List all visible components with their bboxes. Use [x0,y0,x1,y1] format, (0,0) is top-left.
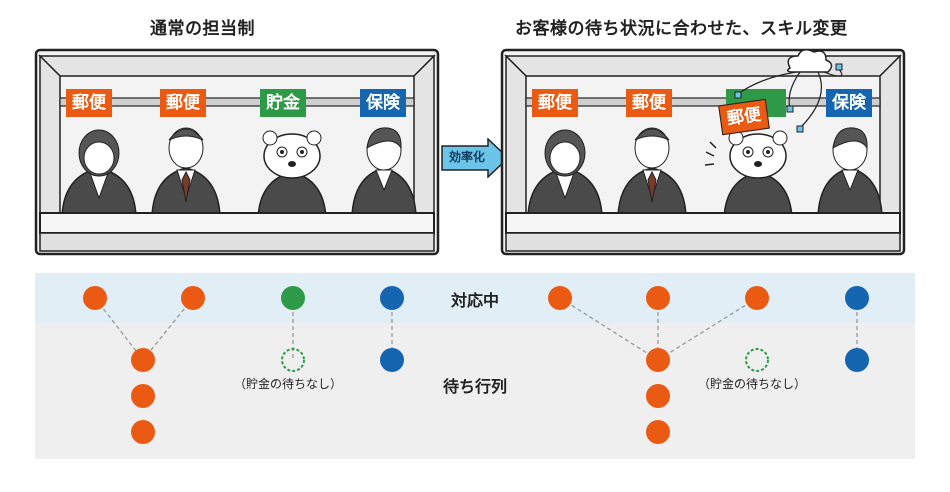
clerk-2 [617,127,687,217]
customer-postal-active [83,286,107,310]
customer-postal-active [745,286,769,310]
customer-postal-waiting [646,420,670,444]
customer-postal-waiting [646,384,670,408]
customer-postal-waiting [646,348,670,372]
active-label: 対応中 [451,291,500,310]
clerk-1 [61,129,137,217]
cloud-network-icon [734,49,843,133]
sign-postal-1: 郵便 [66,89,112,117]
sign-insurance: 保険 [360,89,406,117]
sign-insurance: 保険 [826,89,872,117]
customer-insurance-active [845,286,869,310]
sign-postal-1: 郵便 [532,89,578,117]
no-savings-wait-note: （貯金の待ちなし） [698,377,807,391]
waiting-queue-label: 待ち行列 [443,377,508,396]
no-savings-wait-note: （貯金の待ちなし） [234,377,343,391]
right-panel-title: お客様の待ち状況に合わせた、スキル変更 [515,19,848,39]
clerk-4 [351,127,417,217]
right-counter-illustration: 郵便 郵便 郵便 保険 [500,48,906,256]
arrow-right-icon [441,138,510,178]
bear-mascot [704,130,793,219]
customer-postal-waiting [131,348,155,372]
clerk-2 [151,127,221,217]
customer-postal-waiting [131,384,155,408]
empty-savings-slot [745,348,769,372]
customer-savings-active [281,286,305,310]
customer-postal-active [548,286,572,310]
customer-insurance-waiting [380,348,404,372]
customer-postal-waiting [131,420,155,444]
customer-insurance-active [380,286,404,310]
sign-savings: 貯金 [260,89,306,117]
customer-postal-active [181,286,205,310]
clerk-1 [527,129,603,217]
customer-insurance-waiting [845,348,869,372]
clerk-4 [817,127,883,217]
sign-postal-2: 郵便 [626,89,672,117]
efficiency-label: 効率化 [449,150,486,164]
customer-postal-active [646,286,670,310]
sign-postal-2: 郵便 [160,89,206,117]
left-panel-title: 通常の担当制 [150,19,255,39]
bear-mascot [257,130,327,219]
empty-savings-slot [281,348,305,372]
left-counter-illustration: 郵便 郵便 貯金 保険 [34,48,440,256]
